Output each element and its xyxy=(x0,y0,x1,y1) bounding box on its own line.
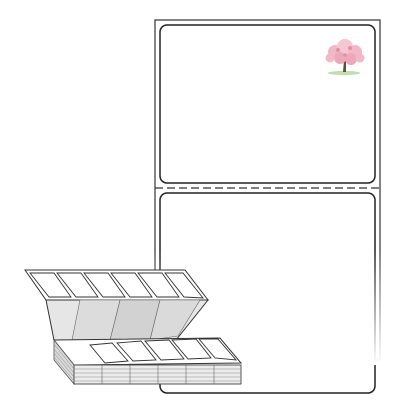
fanfold-top-strip xyxy=(24,269,210,301)
fanfold-diagonal-band xyxy=(45,299,210,341)
fanfold-stack xyxy=(24,269,243,386)
fanfold-bottom-strip xyxy=(52,337,243,366)
cherry-blossom-tree-icon xyxy=(325,39,365,76)
fanfold-stack-edge xyxy=(53,338,242,386)
label-top xyxy=(159,24,376,184)
